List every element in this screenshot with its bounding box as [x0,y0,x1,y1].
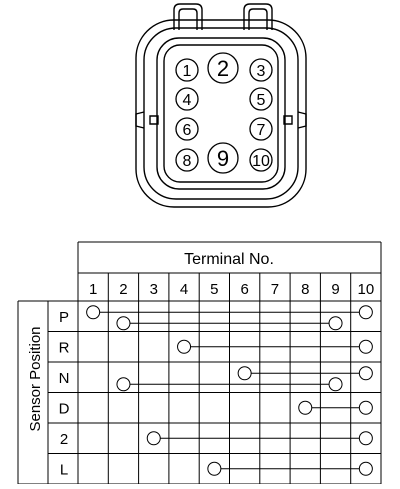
sensor-position-label: N [59,370,70,387]
pin-circle [249,117,273,141]
terminal-marker [237,366,252,381]
continuity-link-R-4-10 [177,339,373,354]
terminal-marker [358,400,373,415]
right-side-rib-inner [283,115,293,125]
pin-circle [175,58,199,82]
terminal-marker [358,366,373,381]
connector-pin-9: 9 [207,142,239,174]
sensor-position-label: R [59,339,70,356]
connector-pin-8: 8 [175,148,199,172]
terminal-header-title: Terminal No. [184,251,274,268]
sensor-position-label: P [59,309,69,326]
housing-second-shell [143,27,299,200]
left-latch-tab [173,3,203,30]
pin-circle [249,58,273,82]
terminal-marker [358,461,373,476]
connector-pin-3: 3 [249,58,273,82]
pin-circle [175,148,199,172]
pin-circle [249,87,273,111]
terminal-number-1: 1 [89,281,97,298]
pin-label: 4 [183,92,192,109]
pin-cavity-face [163,44,279,183]
connector-pin-2: 2 [207,52,239,84]
terminal-number-2: 2 [119,281,127,298]
pin-label: 1 [183,63,192,80]
terminal-marker [116,316,131,331]
pin-label: 3 [257,63,266,80]
pin-circle [207,52,239,84]
continuity-connections [86,305,373,476]
pin-label: 9 [217,146,229,171]
right-side-rib [297,111,307,129]
sensor-position-title: Sensor Position [27,326,44,431]
pin-label: 7 [257,122,266,139]
pin-circle [249,148,273,172]
pin-circle [175,117,199,141]
terminal-number-7: 7 [271,281,279,298]
terminal-marker [358,431,373,446]
continuity-link-L-5-10 [207,461,373,476]
continuity-link-2-3-10 [146,431,373,446]
pin-circle [207,142,239,174]
terminal-number-10: 10 [358,281,375,298]
terminal-marker [358,339,373,354]
housing-inner-wall [156,37,286,190]
terminal-number-6: 6 [240,281,248,298]
connector-housing [135,3,307,208]
pin-label: 8 [183,153,192,170]
connector-pin-7: 7 [249,117,273,141]
left-latch-tab-inner [178,8,198,30]
sensor-position-label: D [59,400,70,417]
terminal-marker [116,377,131,392]
pin-label: 5 [257,92,266,109]
continuity-table [17,241,382,485]
terminal-marker [298,400,313,415]
pin-circle [175,87,199,111]
sensor-position-label: 2 [60,431,68,448]
terminal-number-4: 4 [180,281,188,298]
connector-pin-6: 6 [175,117,199,141]
terminal-marker [207,461,222,476]
pin-label: 6 [183,122,192,139]
right-latch-tab [243,3,273,30]
pin-label: 10 [252,153,270,170]
right-latch-tab-inner [248,8,268,30]
terminal-number-3: 3 [150,281,158,298]
left-side-rib-inner [149,115,159,125]
terminal-number-5: 5 [210,281,218,298]
terminal-marker [328,316,343,331]
continuity-link-P-2-9 [116,316,343,331]
connector-pin-1: 1 [175,58,199,82]
terminal-marker [86,305,101,320]
continuity-link-P-1-10 [86,305,373,320]
connector-pin-4: 4 [175,87,199,111]
terminal-marker [146,431,161,446]
continuity-link-N-6-10 [237,366,373,381]
continuity-link-D-8-10 [298,400,373,415]
terminal-marker [358,305,373,320]
terminal-marker [328,377,343,392]
left-side-rib [135,111,145,129]
terminal-number-8: 8 [301,281,309,298]
pin-label: 2 [217,56,229,81]
continuity-link-N-2-9 [116,377,343,392]
sensor-position-label: L [60,461,68,478]
terminal-marker [177,339,192,354]
connector-pins: 1 2 3 4 5 6 7 8 9 10 [175,52,273,174]
housing-outer-shell [135,19,307,208]
continuity-table-labels: Terminal No. Sensor Position 1 2 3 4 5 6 7 8 9 10… [27,251,374,478]
connector-pin-10: 10 [249,148,273,172]
terminal-number-9: 9 [331,281,339,298]
connector-pin-5: 5 [249,87,273,111]
